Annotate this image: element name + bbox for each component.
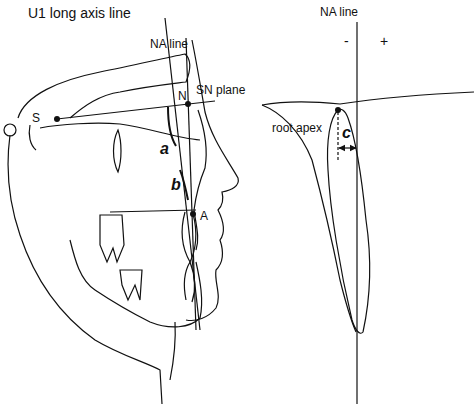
line-label: U1 long axis line xyxy=(28,6,131,21)
mandible xyxy=(70,240,202,327)
na-line xyxy=(356,22,357,404)
palate-outline xyxy=(262,92,474,105)
u1-long-axis-line xyxy=(165,18,200,330)
skull-outline xyxy=(8,135,162,404)
sn-plane xyxy=(57,101,215,119)
ear-rod xyxy=(4,124,16,136)
apex-vertical xyxy=(337,112,338,160)
dimension-arrow xyxy=(339,147,356,148)
sign-label: + xyxy=(380,34,388,49)
landmark-point xyxy=(54,116,60,122)
sign-label: - xyxy=(344,34,349,49)
landmark-point xyxy=(335,107,341,113)
alveolar-outline xyxy=(262,105,356,332)
skull-outline xyxy=(29,125,36,150)
pterygomaxillary-fissure xyxy=(114,130,122,172)
landmark-label: N xyxy=(178,90,187,103)
angle-arc xyxy=(168,107,176,146)
palatal-plane xyxy=(110,210,196,212)
cranial-base xyxy=(18,54,190,118)
line-label: NA line xyxy=(320,6,358,19)
landmark-label: A xyxy=(200,210,208,223)
line-label: NA line xyxy=(150,38,188,51)
neck-line xyxy=(170,322,175,380)
landmark-point xyxy=(190,211,196,217)
molar-tooth xyxy=(100,215,124,262)
lower-molar xyxy=(120,270,142,300)
angle-arc xyxy=(180,170,188,200)
dimension-label: c xyxy=(342,124,351,142)
point-label: root apex xyxy=(272,122,322,135)
na-line xyxy=(186,38,196,330)
plane-label: SN plane xyxy=(196,84,245,97)
angle-label: a xyxy=(160,140,169,158)
angle-label: b xyxy=(171,176,181,194)
landmark-label: S xyxy=(32,112,40,125)
incisor-outline xyxy=(327,109,369,333)
